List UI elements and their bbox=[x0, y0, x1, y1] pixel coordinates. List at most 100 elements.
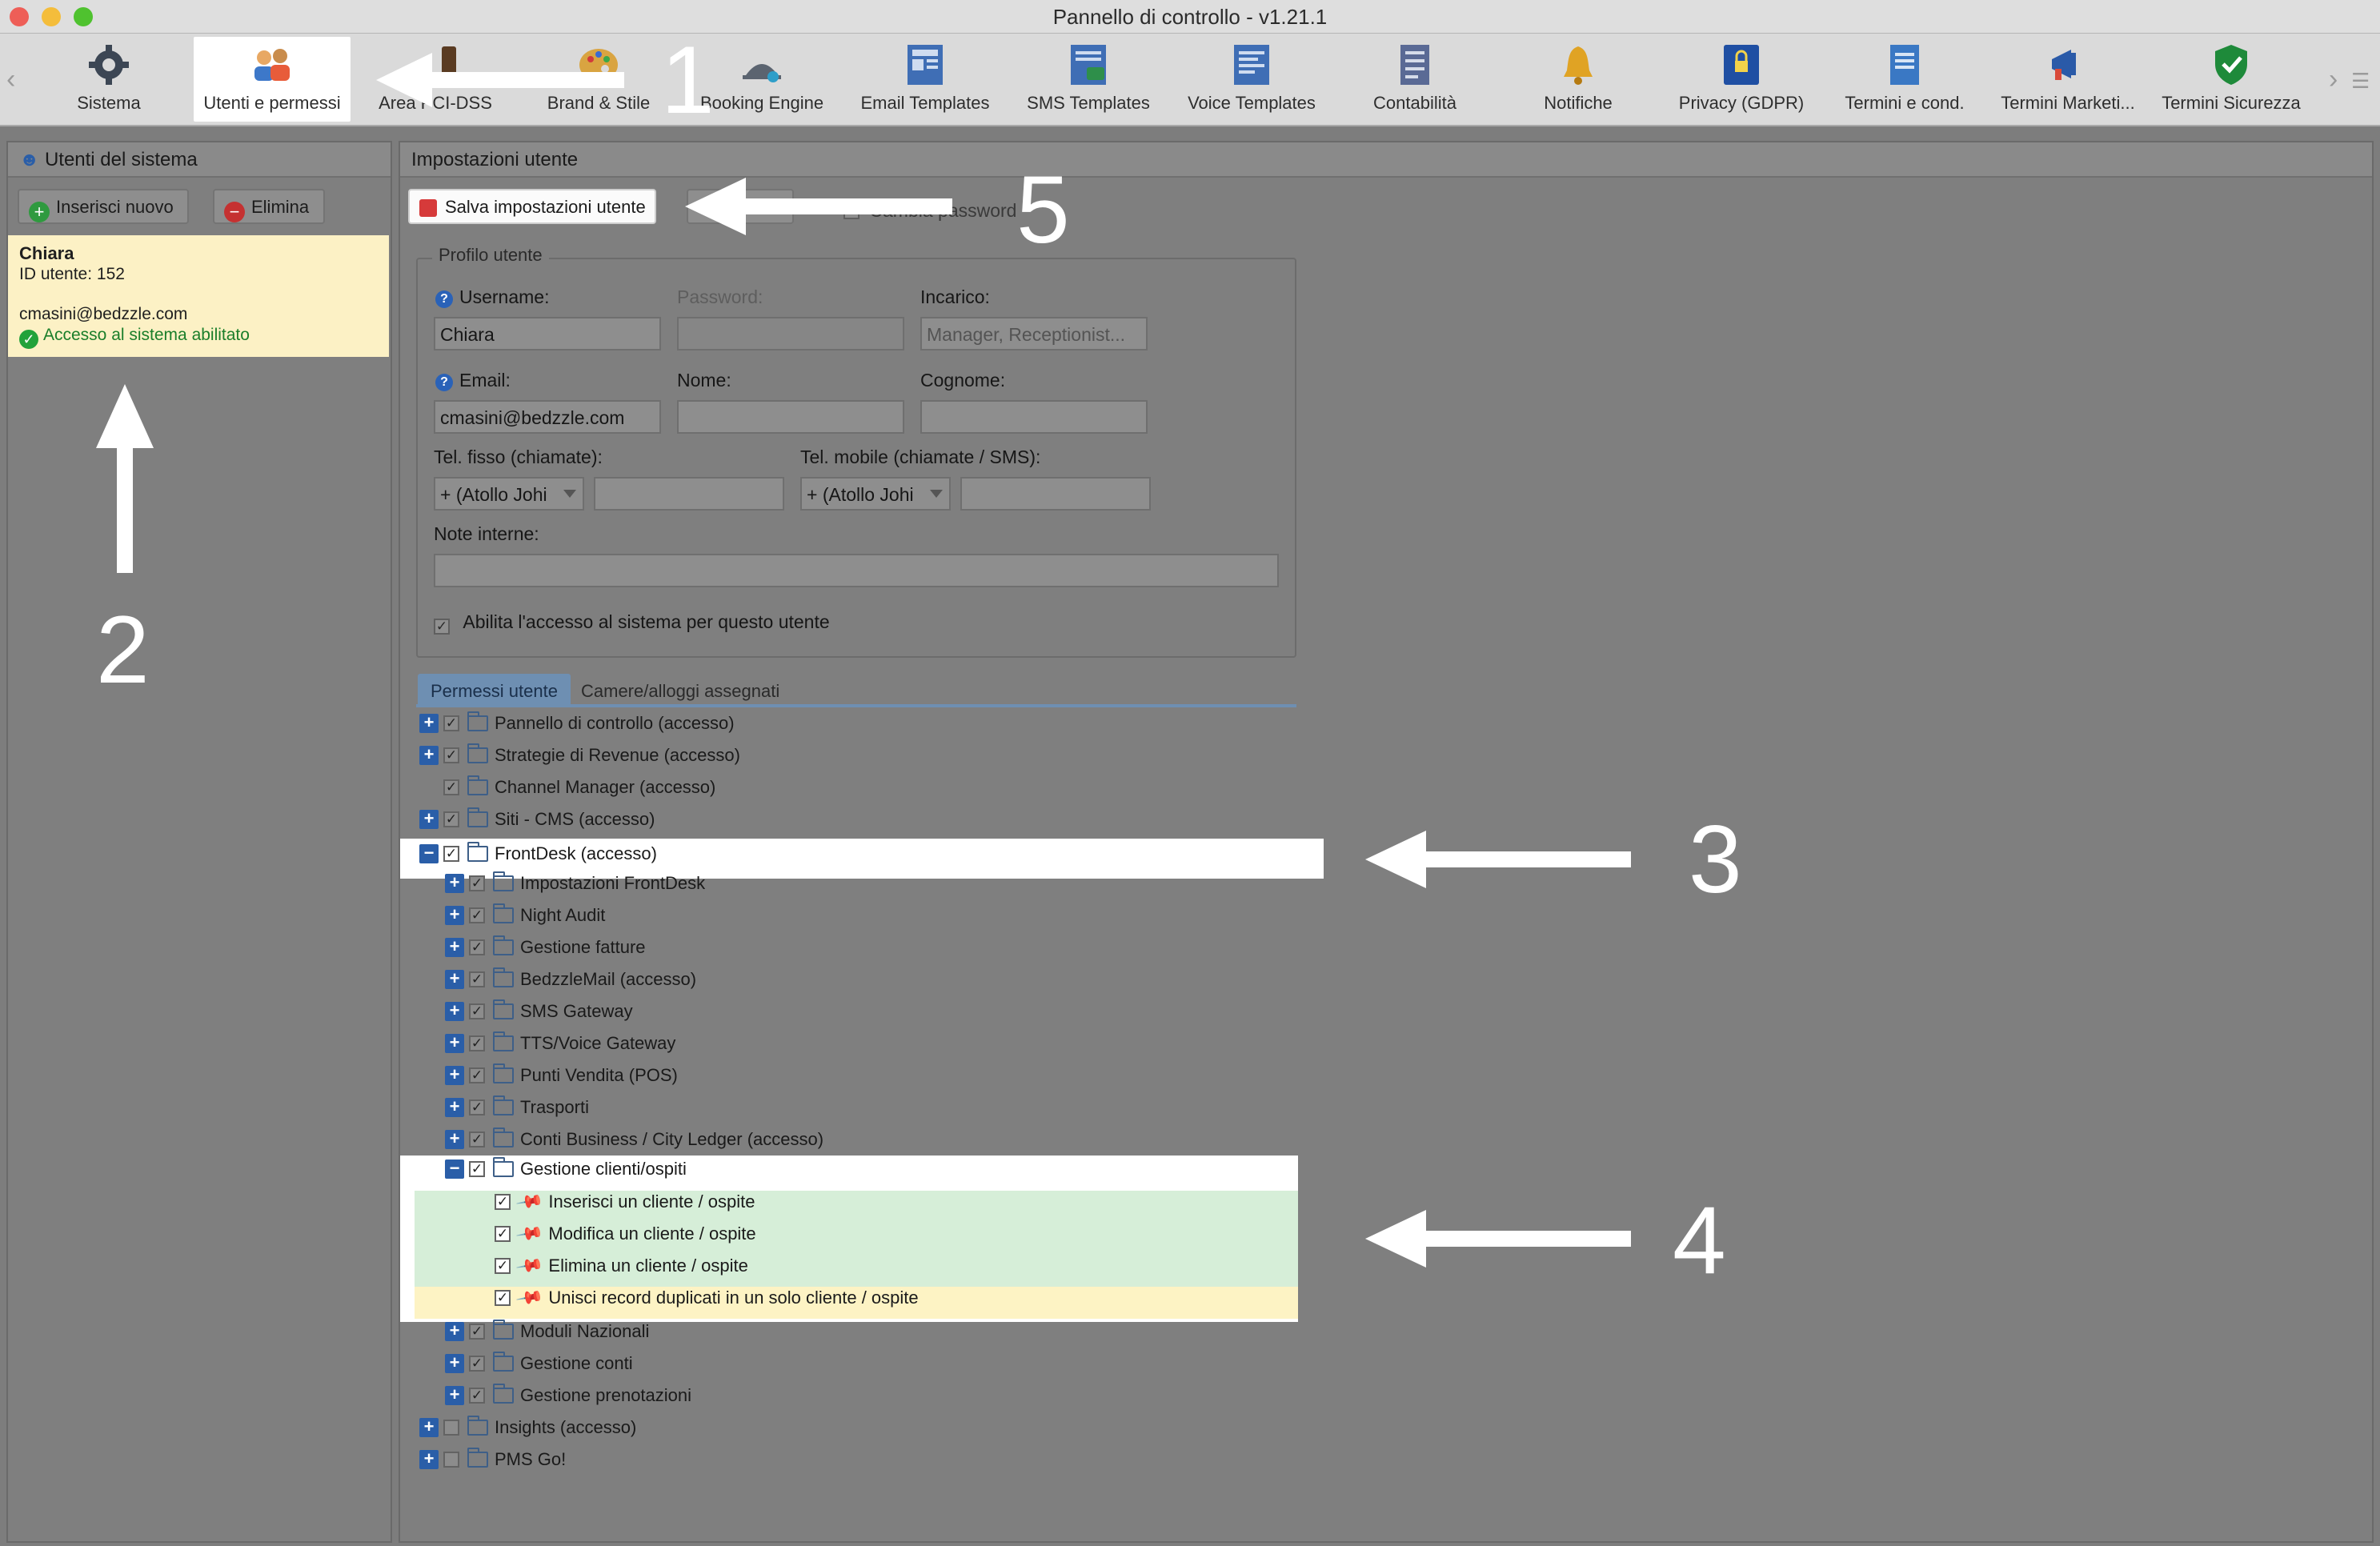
permission-checkbox[interactable]: ✓ bbox=[469, 907, 485, 924]
expand-icon[interactable]: + bbox=[445, 1098, 464, 1118]
toolbar-item-termini-marketing[interactable]: Termini Marketi... bbox=[1989, 37, 2146, 122]
permission-checkbox[interactable]: ✓ bbox=[443, 715, 459, 732]
tree-item-gestione-prenotazioni[interactable]: +✓Gestione prenotazioni bbox=[445, 1384, 691, 1416]
toolbar-item-termini-sicurezza[interactable]: Termini Sicurezza bbox=[2153, 37, 2310, 122]
tree-item-gestione-conti[interactable]: +✓Gestione conti bbox=[445, 1352, 633, 1384]
permission-checkbox[interactable] bbox=[443, 1452, 459, 1468]
tree-item-gestione-clienti[interactable]: −✓Gestione clienti/ospiti bbox=[445, 1157, 687, 1190]
permission-checkbox[interactable]: ✓ bbox=[469, 971, 485, 988]
window-minimize-button[interactable] bbox=[42, 7, 61, 26]
tree-item-bedzzlemail[interactable]: +✓BedzzleMail (accesso) bbox=[445, 967, 696, 1000]
surname-field[interactable] bbox=[920, 400, 1148, 434]
expand-icon[interactable]: + bbox=[419, 746, 439, 766]
expand-icon[interactable]: + bbox=[445, 1066, 464, 1086]
expand-icon[interactable]: + bbox=[445, 874, 464, 894]
permission-checkbox[interactable]: ✓ bbox=[469, 1067, 485, 1084]
toolbar-menu-icon[interactable]: ☰ bbox=[2351, 69, 2370, 93]
permission-checkbox[interactable]: ✓ bbox=[495, 1226, 511, 1243]
enable-access-checkbox[interactable]: ✓ bbox=[434, 619, 450, 635]
tree-item-night-audit[interactable]: +✓Night Audit bbox=[445, 903, 605, 936]
collapse-icon[interactable]: − bbox=[419, 844, 439, 864]
permission-checkbox[interactable]: ✓ bbox=[469, 875, 485, 892]
permission-checkbox[interactable]: ✓ bbox=[469, 1003, 485, 1020]
mobile-prefix-select[interactable]: + (Atollo Johi bbox=[800, 477, 951, 511]
permission-checkbox[interactable]: ✓ bbox=[469, 1131, 485, 1148]
toolbar-item-termini-e-cond[interactable]: Termini e cond. bbox=[1826, 37, 1983, 122]
permission-checkbox[interactable]: ✓ bbox=[443, 747, 459, 764]
phone-prefix-select[interactable]: + (Atollo Johi bbox=[434, 477, 584, 511]
tree-item-inserisci-cliente[interactable]: ✓📌Inserisci un cliente / ospite bbox=[471, 1188, 755, 1223]
expand-icon[interactable]: + bbox=[419, 1450, 439, 1470]
tree-item-trasporti[interactable]: +✓Trasporti bbox=[445, 1095, 589, 1128]
permission-checkbox[interactable]: ✓ bbox=[469, 1161, 485, 1178]
expand-icon[interactable]: + bbox=[419, 1418, 439, 1438]
tree-item-channel-manager[interactable]: ✓Channel Manager (accesso) bbox=[419, 775, 715, 808]
permission-checkbox[interactable]: ✓ bbox=[469, 939, 485, 956]
save-user-settings-button[interactable]: Salva impostazioni utente bbox=[408, 189, 656, 224]
permission-checkbox[interactable]: ✓ bbox=[469, 1388, 485, 1404]
permission-checkbox[interactable]: ✓ bbox=[495, 1258, 511, 1275]
expand-icon[interactable]: + bbox=[445, 938, 464, 958]
help-icon[interactable]: ? bbox=[435, 374, 453, 391]
tree-item-conti-business[interactable]: +✓Conti Business / City Ledger (accesso) bbox=[445, 1127, 823, 1160]
toolbar-item-booking-engine[interactable]: Booking Engine bbox=[683, 37, 840, 122]
expand-icon[interactable]: + bbox=[445, 1002, 464, 1022]
delete-user-button[interactable]: −Elimina bbox=[213, 189, 325, 224]
tree-item-pms-go[interactable]: +PMS Go! bbox=[419, 1448, 566, 1480]
permission-checkbox[interactable]: ✓ bbox=[469, 1356, 485, 1372]
name-field[interactable] bbox=[677, 400, 904, 434]
collapse-icon[interactable]: − bbox=[445, 1160, 464, 1180]
window-close-button[interactable] bbox=[10, 7, 29, 26]
tree-item-modifica-cliente[interactable]: ✓📌Modifica un cliente / ospite bbox=[471, 1220, 756, 1255]
username-field[interactable]: Chiara bbox=[434, 317, 661, 350]
mobile-number-field[interactable] bbox=[960, 477, 1151, 511]
expand-icon[interactable]: + bbox=[419, 714, 439, 734]
enable-access-option[interactable]: ✓ Abilita l'accesso al sistema per quest… bbox=[434, 611, 830, 635]
toolbar-item-notifiche[interactable]: Notifiche bbox=[1500, 37, 1657, 122]
tree-item-elimina-cliente[interactable]: ✓📌Elimina un cliente / ospite bbox=[471, 1252, 748, 1287]
tree-item-strategie-revenue[interactable]: +✓Strategie di Revenue (accesso) bbox=[419, 743, 740, 776]
toolbar-item-email-templates[interactable]: Email Templates bbox=[847, 37, 1004, 122]
tree-item-tts-voice-gateway[interactable]: +✓TTS/Voice Gateway bbox=[445, 1031, 675, 1064]
expand-icon[interactable]: + bbox=[445, 1130, 464, 1150]
tab-camere-alloggi[interactable]: Camere/alloggi assegnati bbox=[581, 681, 780, 701]
permission-checkbox[interactable]: ✓ bbox=[469, 1324, 485, 1340]
expand-icon[interactable]: + bbox=[445, 906, 464, 926]
tree-item-moduli-nazionali[interactable]: +✓Moduli Nazionali bbox=[445, 1320, 649, 1352]
tree-item-unisci-duplicati[interactable]: ✓📌Unisci record duplicati in un solo cli… bbox=[471, 1284, 919, 1319]
toolbar-item-sistema[interactable]: Sistema bbox=[30, 37, 187, 122]
expand-icon[interactable]: + bbox=[445, 1322, 464, 1342]
expand-icon[interactable]: + bbox=[445, 1386, 464, 1406]
tree-item-pannello-di-controllo[interactable]: +✓Pannello di controllo (accesso) bbox=[419, 711, 735, 744]
toolbar-item-utenti-e-permessi[interactable]: Utenti e permessi bbox=[194, 37, 351, 122]
notes-field[interactable] bbox=[434, 554, 1279, 587]
window-maximize-button[interactable] bbox=[74, 7, 93, 26]
expand-icon[interactable]: + bbox=[445, 1034, 464, 1054]
tree-item-punti-vendita[interactable]: +✓Punti Vendita (POS) bbox=[445, 1063, 678, 1096]
add-user-button[interactable]: +Inserisci nuovo bbox=[18, 189, 189, 224]
expand-icon[interactable]: + bbox=[445, 970, 464, 990]
role-field[interactable]: Manager, Receptionist... bbox=[920, 317, 1148, 350]
toolbar-item-privacy-gdpr[interactable]: Privacy (GDPR) bbox=[1663, 37, 1820, 122]
tree-item-frontdesk[interactable]: −✓FrontDesk (accesso) bbox=[419, 842, 657, 875]
expand-icon[interactable]: + bbox=[419, 810, 439, 830]
toolbar-scroll-left-icon[interactable]: ‹ bbox=[6, 64, 16, 94]
permission-checkbox[interactable]: ✓ bbox=[469, 1099, 485, 1116]
user-list-item-selected[interactable]: Chiara ID utente: 152 cmasini@bedzzle.co… bbox=[8, 235, 389, 357]
toolbar-item-contabilita[interactable]: Contabilità bbox=[1336, 37, 1493, 122]
help-icon[interactable]: ? bbox=[435, 290, 453, 308]
tree-item-gestione-fatture[interactable]: +✓Gestione fatture bbox=[445, 935, 646, 968]
toolbar-item-sms-templates[interactable]: SMS Templates bbox=[1010, 37, 1167, 122]
tree-item-impostazioni-frontdesk[interactable]: +✓Impostazioni FrontDesk bbox=[445, 871, 705, 904]
tree-item-insights[interactable]: +Insights (accesso) bbox=[419, 1416, 636, 1448]
phone-number-field[interactable] bbox=[594, 477, 784, 511]
tree-item-siti-cms[interactable]: +✓Siti - CMS (accesso) bbox=[419, 807, 655, 840]
tab-permessi-utente[interactable]: Permessi utente bbox=[418, 674, 571, 704]
permission-checkbox[interactable]: ✓ bbox=[469, 1035, 485, 1052]
permission-checkbox[interactable]: ✓ bbox=[443, 811, 459, 828]
expand-icon[interactable]: + bbox=[445, 1354, 464, 1374]
permission-checkbox[interactable] bbox=[443, 1420, 459, 1436]
permission-checkbox[interactable]: ✓ bbox=[495, 1194, 511, 1211]
email-field[interactable]: cmasini@bedzzle.com bbox=[434, 400, 661, 434]
permission-checkbox[interactable]: ✓ bbox=[443, 846, 459, 863]
